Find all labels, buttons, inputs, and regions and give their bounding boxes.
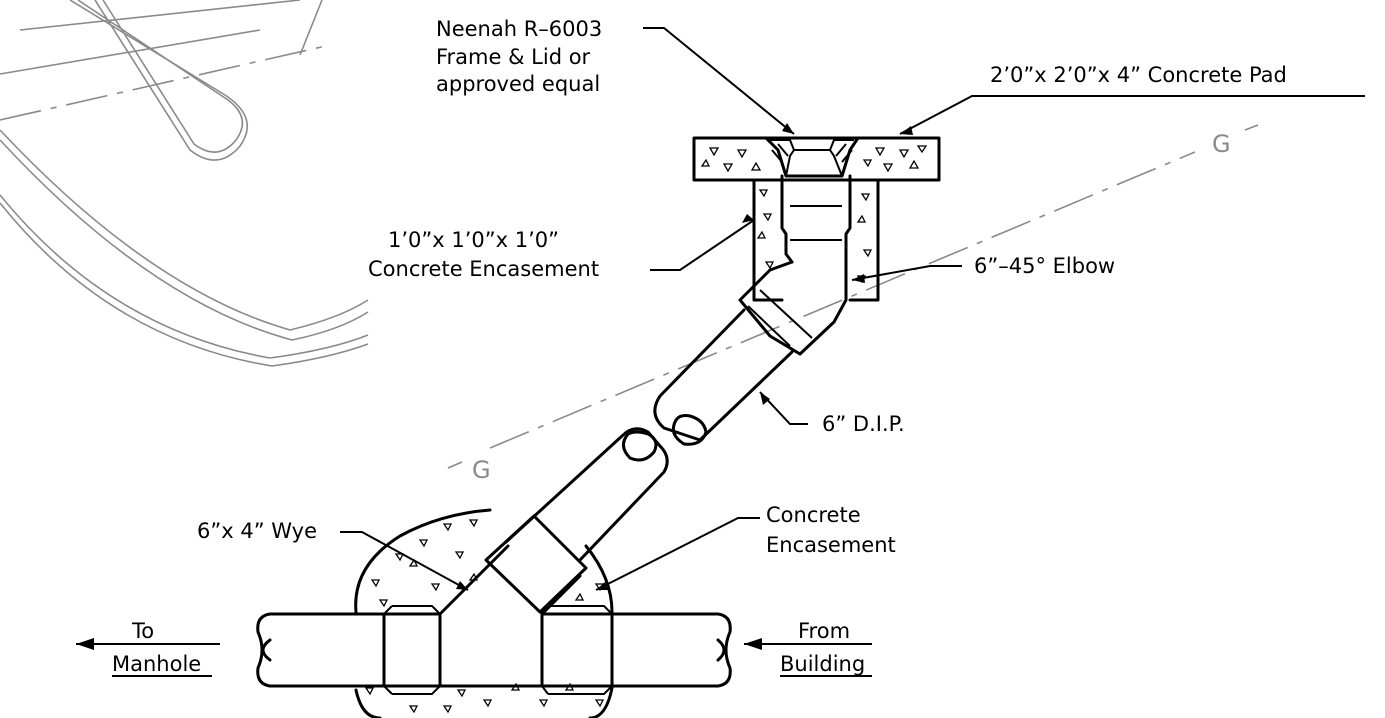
elbow-and-pipe	[653, 260, 848, 446]
to-manhole-label-line1: To	[131, 619, 154, 643]
gas-line-label-lower: G	[472, 456, 491, 484]
dip-label: 6” D.I.P.	[822, 412, 905, 436]
gas-line-label-upper: G	[1212, 130, 1231, 158]
labels: Neenah R–6003 Frame & Lid or approved eq…	[112, 17, 1287, 677]
frame-lid-label-line1: Neenah R–6003	[436, 17, 602, 41]
cube-encasement-label-line1: 1’0”x 1’0”x 1’0”	[388, 228, 559, 252]
elbow-label: 6”–45° Elbow	[974, 254, 1115, 278]
to-manhole-label-line2: Manhole	[112, 652, 201, 676]
wye-fitting	[382, 427, 669, 695]
frame-and-lid	[764, 136, 860, 178]
leaders	[76, 27, 1365, 650]
background-grey-contours	[0, 0, 369, 367]
gas-line: G G	[447, 124, 1259, 484]
wye-label: 6”x 4” Wye	[197, 519, 317, 543]
cube-encasement-label-line2: Concrete Encasement	[368, 257, 599, 281]
frame-lid-label-line3: approved equal	[436, 72, 600, 96]
wye-encasement-label-line1: Concrete	[766, 503, 861, 527]
frame-lid-label-line2: Frame & Lid or	[436, 45, 591, 69]
pad-aggregate	[700, 145, 928, 173]
from-building-label-line2: Building	[780, 652, 865, 676]
pad-label: 2’0”x 2’0”x 4” Concrete Pad	[990, 63, 1287, 87]
concrete-pad	[692, 136, 941, 182]
wye-encasement-label-line2: Encasement	[766, 533, 896, 557]
from-building-label-line1: From	[798, 619, 850, 643]
main-pipe	[256, 612, 732, 688]
